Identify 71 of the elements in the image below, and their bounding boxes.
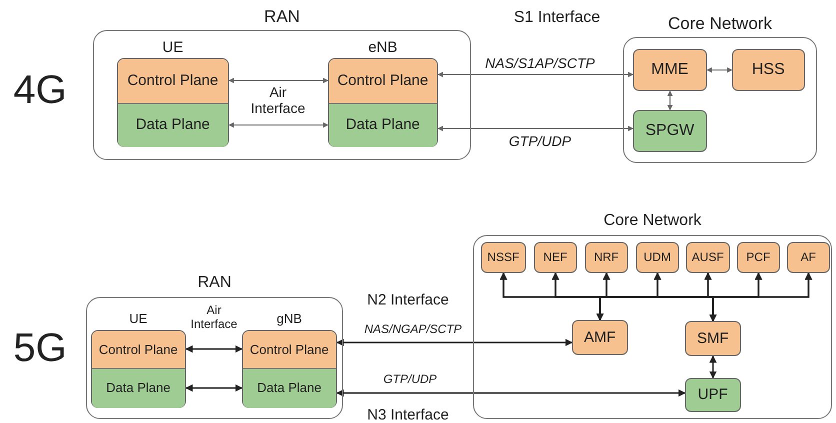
box-label: Data Plane	[106, 381, 170, 396]
generation-label: 4G	[13, 67, 67, 113]
box-label: UPF	[698, 386, 728, 404]
frame-heading: RAN	[263, 7, 301, 27]
box-label: NSSF	[487, 250, 520, 264]
interface-label: N3 Interface	[367, 406, 449, 423]
double-arrow	[185, 345, 243, 353]
function-box	[686, 242, 730, 273]
box-label: AUSF	[692, 250, 724, 264]
control-plane-box	[118, 58, 228, 104]
box-label: AF	[800, 250, 816, 264]
double-arrow	[336, 338, 573, 346]
double-arrow	[667, 90, 673, 111]
box-label: AMF	[584, 328, 616, 346]
data-plane-box	[242, 368, 336, 408]
double-arrow	[437, 72, 634, 78]
interface-label: N2 Interface	[367, 291, 449, 309]
double-arrow	[709, 355, 717, 379]
function-box	[534, 242, 577, 273]
data-plane-box	[328, 102, 437, 147]
box-label: Control Plane	[98, 342, 178, 358]
double-arrow	[228, 78, 329, 84]
function-box	[480, 242, 526, 273]
edge-label: GTP/UDP	[506, 133, 574, 149]
function-box	[736, 242, 780, 273]
frame-heading: UE	[161, 38, 184, 56]
frame-heading: Core Network	[602, 212, 702, 230]
frame-heading: RAN	[196, 274, 232, 292]
double-arrow	[185, 384, 243, 392]
interface-label: Air Interface	[190, 304, 238, 332]
double-arrow	[706, 67, 733, 73]
box-label: PCF	[746, 250, 770, 264]
generation-label: 5G	[13, 325, 67, 371]
control-plane-box	[92, 330, 185, 369]
function-box	[684, 320, 741, 356]
function-box	[632, 110, 707, 152]
function-box	[584, 242, 628, 273]
box-label: Control Plane	[127, 72, 218, 90]
edge-label: GTP/UDP	[381, 372, 439, 386]
box-label: Data Plane	[136, 116, 210, 134]
double-arrow	[336, 389, 686, 397]
function-box	[632, 48, 707, 91]
box-label: MME	[651, 60, 688, 79]
function-box	[684, 378, 741, 412]
double-arrow	[228, 122, 329, 128]
interface-label: S1 Interface	[514, 8, 600, 28]
box-label: SMF	[696, 330, 729, 347]
control-plane-box	[328, 58, 437, 104]
function-box	[636, 242, 679, 273]
box-label: Control Plane	[250, 342, 329, 358]
double-arrow	[437, 126, 634, 132]
control-plane-box	[242, 330, 336, 369]
frame-heading: eNB	[367, 38, 398, 56]
box-label: Data Plane	[257, 381, 322, 396]
function-box	[572, 320, 628, 355]
box-label: SPGW	[645, 122, 694, 140]
box-label: UDM	[644, 250, 671, 264]
data-plane-box	[118, 102, 228, 147]
box-label: NRF	[594, 250, 619, 264]
function-box	[732, 48, 805, 91]
edge-label: NAS/NGAP/SCTP	[362, 322, 464, 336]
box-label: NEF	[543, 250, 568, 264]
interface-label: Air Interface	[250, 84, 306, 116]
frame-heading: Core Network	[667, 14, 773, 34]
function-box	[786, 242, 830, 273]
box-label: Control Plane	[337, 72, 428, 90]
edge-label: NAS/S1AP/SCTP	[483, 55, 597, 71]
box-label: Data Plane	[346, 116, 420, 134]
box-label: HSS	[752, 60, 785, 79]
data-plane-box	[92, 368, 185, 408]
double-arrow	[709, 272, 812, 322]
